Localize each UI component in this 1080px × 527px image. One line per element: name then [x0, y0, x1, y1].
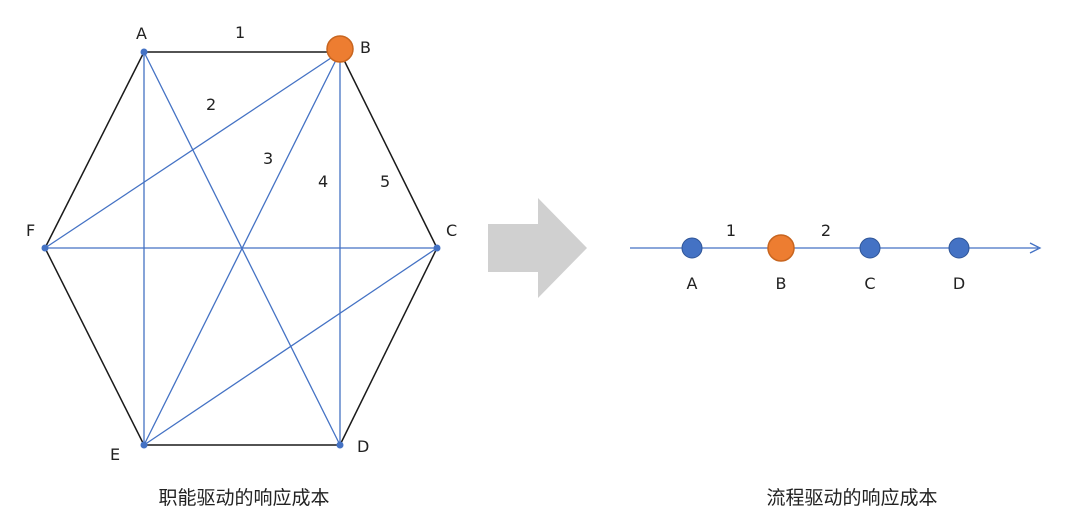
hex-edge-cd — [339, 247, 438, 446]
edge-label-1: 1 — [235, 23, 245, 42]
flow-node-b — [767, 234, 795, 262]
hex-edge-bc — [339, 51, 438, 249]
node-e — [140, 441, 148, 449]
node-label-c: C — [446, 221, 457, 240]
edge-label-5: 5 — [380, 172, 390, 191]
diag-ce — [143, 247, 438, 446]
flow-node-d — [948, 237, 970, 259]
node-d — [336, 441, 344, 449]
node-b — [326, 35, 354, 63]
edge-label-3: 3 — [263, 149, 273, 168]
flow-node-a — [681, 237, 703, 259]
hexagon-outline — [44, 51, 438, 446]
node-label-f: F — [26, 221, 35, 240]
hexagon-diagonals — [44, 51, 438, 446]
flow-edge-label-2: 2 — [821, 221, 831, 240]
node-label-a: A — [136, 24, 147, 43]
flow-arrowhead-icon — [1029, 242, 1042, 254]
flow-node-label-a: A — [687, 274, 698, 293]
flow-node-label-b: B — [776, 274, 787, 293]
flow-node-label-c: C — [864, 274, 875, 293]
flow-node-label-d: D — [953, 274, 965, 293]
node-c — [433, 244, 441, 252]
flow-node-c — [859, 237, 881, 259]
transition-arrow-icon — [488, 198, 587, 298]
hex-edge-ef — [44, 247, 145, 446]
hex-edge-fa — [44, 51, 145, 249]
node-a — [140, 48, 148, 56]
left-caption: 职能驱动的响应成本 — [158, 487, 329, 509]
edge-label-2: 2 — [206, 95, 216, 114]
node-f — [41, 244, 49, 252]
flow-edge-label-1: 1 — [726, 221, 736, 240]
right-caption: 流程驱动的响应成本 — [766, 487, 937, 509]
diag-bf — [44, 51, 341, 249]
node-label-e: E — [110, 445, 120, 464]
node-label-b: B — [360, 38, 371, 57]
edge-label-4: 4 — [318, 172, 328, 191]
node-label-d: D — [357, 437, 369, 456]
